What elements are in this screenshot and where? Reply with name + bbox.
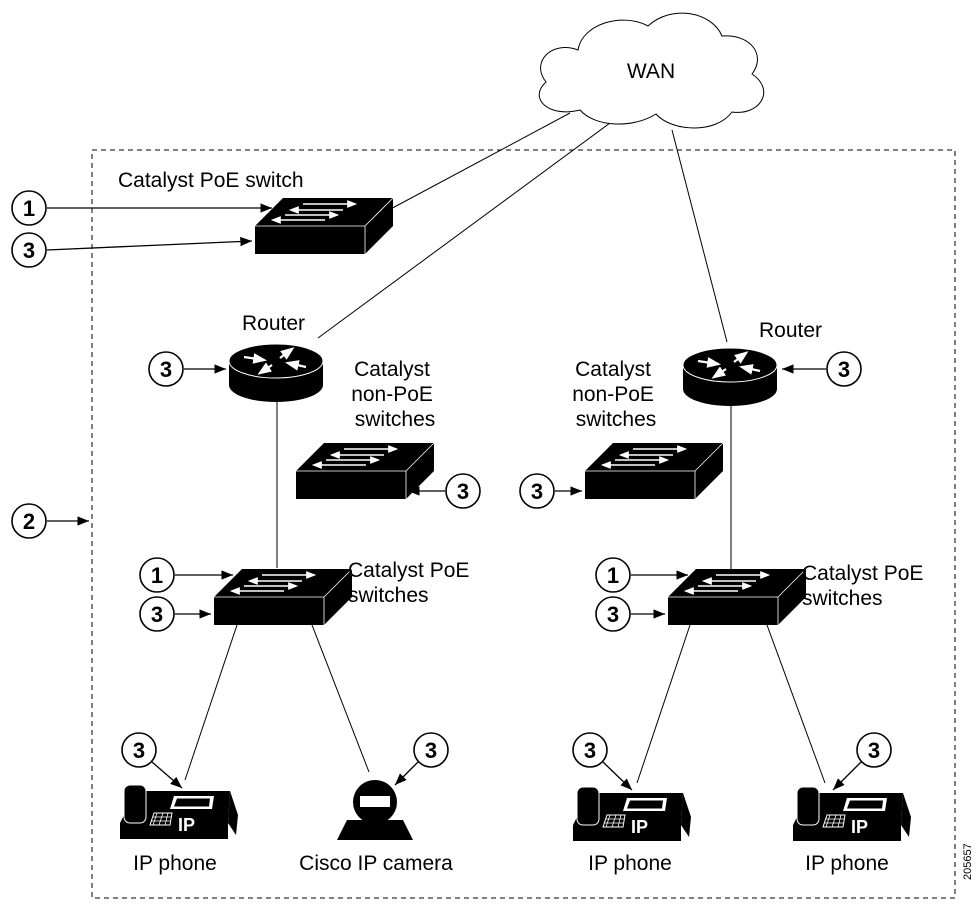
right-router [683, 348, 777, 406]
svg-text:3: 3 [838, 357, 850, 382]
svg-text:3: 3 [584, 738, 596, 763]
left-ip-phone [119, 784, 239, 840]
wan-cloud: WAN [538, 12, 765, 129]
svg-text:3: 3 [607, 602, 619, 627]
wan-label: WAN [627, 60, 675, 83]
svg-text:3: 3 [151, 602, 163, 627]
top-switch-label: Catalyst PoE switch [118, 169, 304, 192]
left-poe-to-phone-link [184, 624, 238, 781]
svg-text:3: 3 [23, 238, 35, 263]
left-poe-line1: Catalyst PoE [348, 559, 469, 582]
right-poe-line2: switches [802, 587, 883, 610]
left-nonpoe-label: Catalyst non-PoE switches [351, 358, 439, 431]
right-phone1-label: IP phone [588, 852, 672, 875]
camera-label: Cisco IP camera [299, 852, 453, 875]
svg-text:3: 3 [531, 479, 543, 504]
cisco-ip-camera [337, 780, 413, 840]
left-poe-switch [214, 569, 352, 625]
right-phone2-label: IP phone [805, 852, 889, 875]
right-ip-phone-2 [792, 786, 912, 842]
callout-3-right-router: 3 [782, 351, 862, 387]
network-links [184, 112, 826, 784]
left-nonpoe-line1: Catalyst [354, 358, 430, 381]
callout-3-right-phone1: 3 [572, 732, 633, 791]
left-poe-to-camera-link [311, 624, 370, 773]
left-router [229, 344, 323, 402]
right-poe-to-phone1-link [636, 624, 691, 784]
callout-1-right-poe: 1 [595, 557, 688, 593]
right-poe-switch [668, 569, 806, 625]
right-ip-phone-1 [572, 786, 692, 842]
right-nonpoe-line3: switches [576, 408, 657, 431]
callout-3-top: 3 [11, 232, 253, 268]
figure-id: 205657 [962, 843, 974, 880]
right-nonpoe-label: Catalyst non-PoE switches [572, 358, 660, 431]
top-poe-switch [255, 198, 393, 254]
callout-1-left-poe: 1 [139, 557, 233, 593]
right-nonpoe-line2: non-PoE [572, 383, 654, 406]
svg-text:3: 3 [160, 357, 172, 382]
right-nonpoe-switch [585, 443, 723, 499]
left-nonpoe-line2: non-PoE [351, 383, 433, 406]
callout-3-right-nonpoe: 3 [519, 473, 582, 509]
left-poe-line2: switches [348, 584, 429, 607]
callout-3-left-nonpoe: 3 [408, 473, 481, 509]
callout-3-left-router: 3 [148, 351, 226, 387]
svg-text:3: 3 [133, 738, 145, 763]
callout-3-right-poe: 3 [595, 596, 665, 632]
wan-to-right-router-link [671, 129, 728, 343]
left-poe-label: Catalyst PoE switches [348, 559, 475, 607]
svg-text:2: 2 [23, 509, 35, 534]
callout-3-left-poe: 3 [139, 596, 211, 632]
wan-to-top-switch-link [384, 112, 571, 213]
right-poe-line1: Catalyst PoE [802, 562, 923, 585]
callout-1-top: 1 [11, 190, 272, 226]
left-router-label: Router [242, 312, 305, 335]
wan-to-left-router-link [317, 122, 611, 339]
right-poe-label: Catalyst PoE switches [802, 562, 929, 610]
right-router-label: Router [759, 319, 822, 342]
callout-3-left-phone: 3 [121, 732, 183, 789]
svg-text:1: 1 [607, 563, 619, 588]
left-nonpoe-line3: switches [355, 408, 436, 431]
callout-3-right-phone2: 3 [832, 732, 892, 791]
svg-text:1: 1 [151, 563, 163, 588]
svg-text:3: 3 [457, 479, 469, 504]
svg-text:1: 1 [23, 196, 35, 221]
right-nonpoe-line1: Catalyst [575, 358, 651, 381]
svg-text:3: 3 [425, 738, 437, 763]
right-poe-to-phone2-link [766, 624, 826, 784]
svg-text:3: 3 [868, 738, 880, 763]
callout-2-boundary: 2 [11, 503, 89, 539]
site-boundary [91, 149, 956, 899]
left-phone-label: IP phone [133, 852, 217, 875]
callout-3-camera: 3 [394, 732, 449, 786]
